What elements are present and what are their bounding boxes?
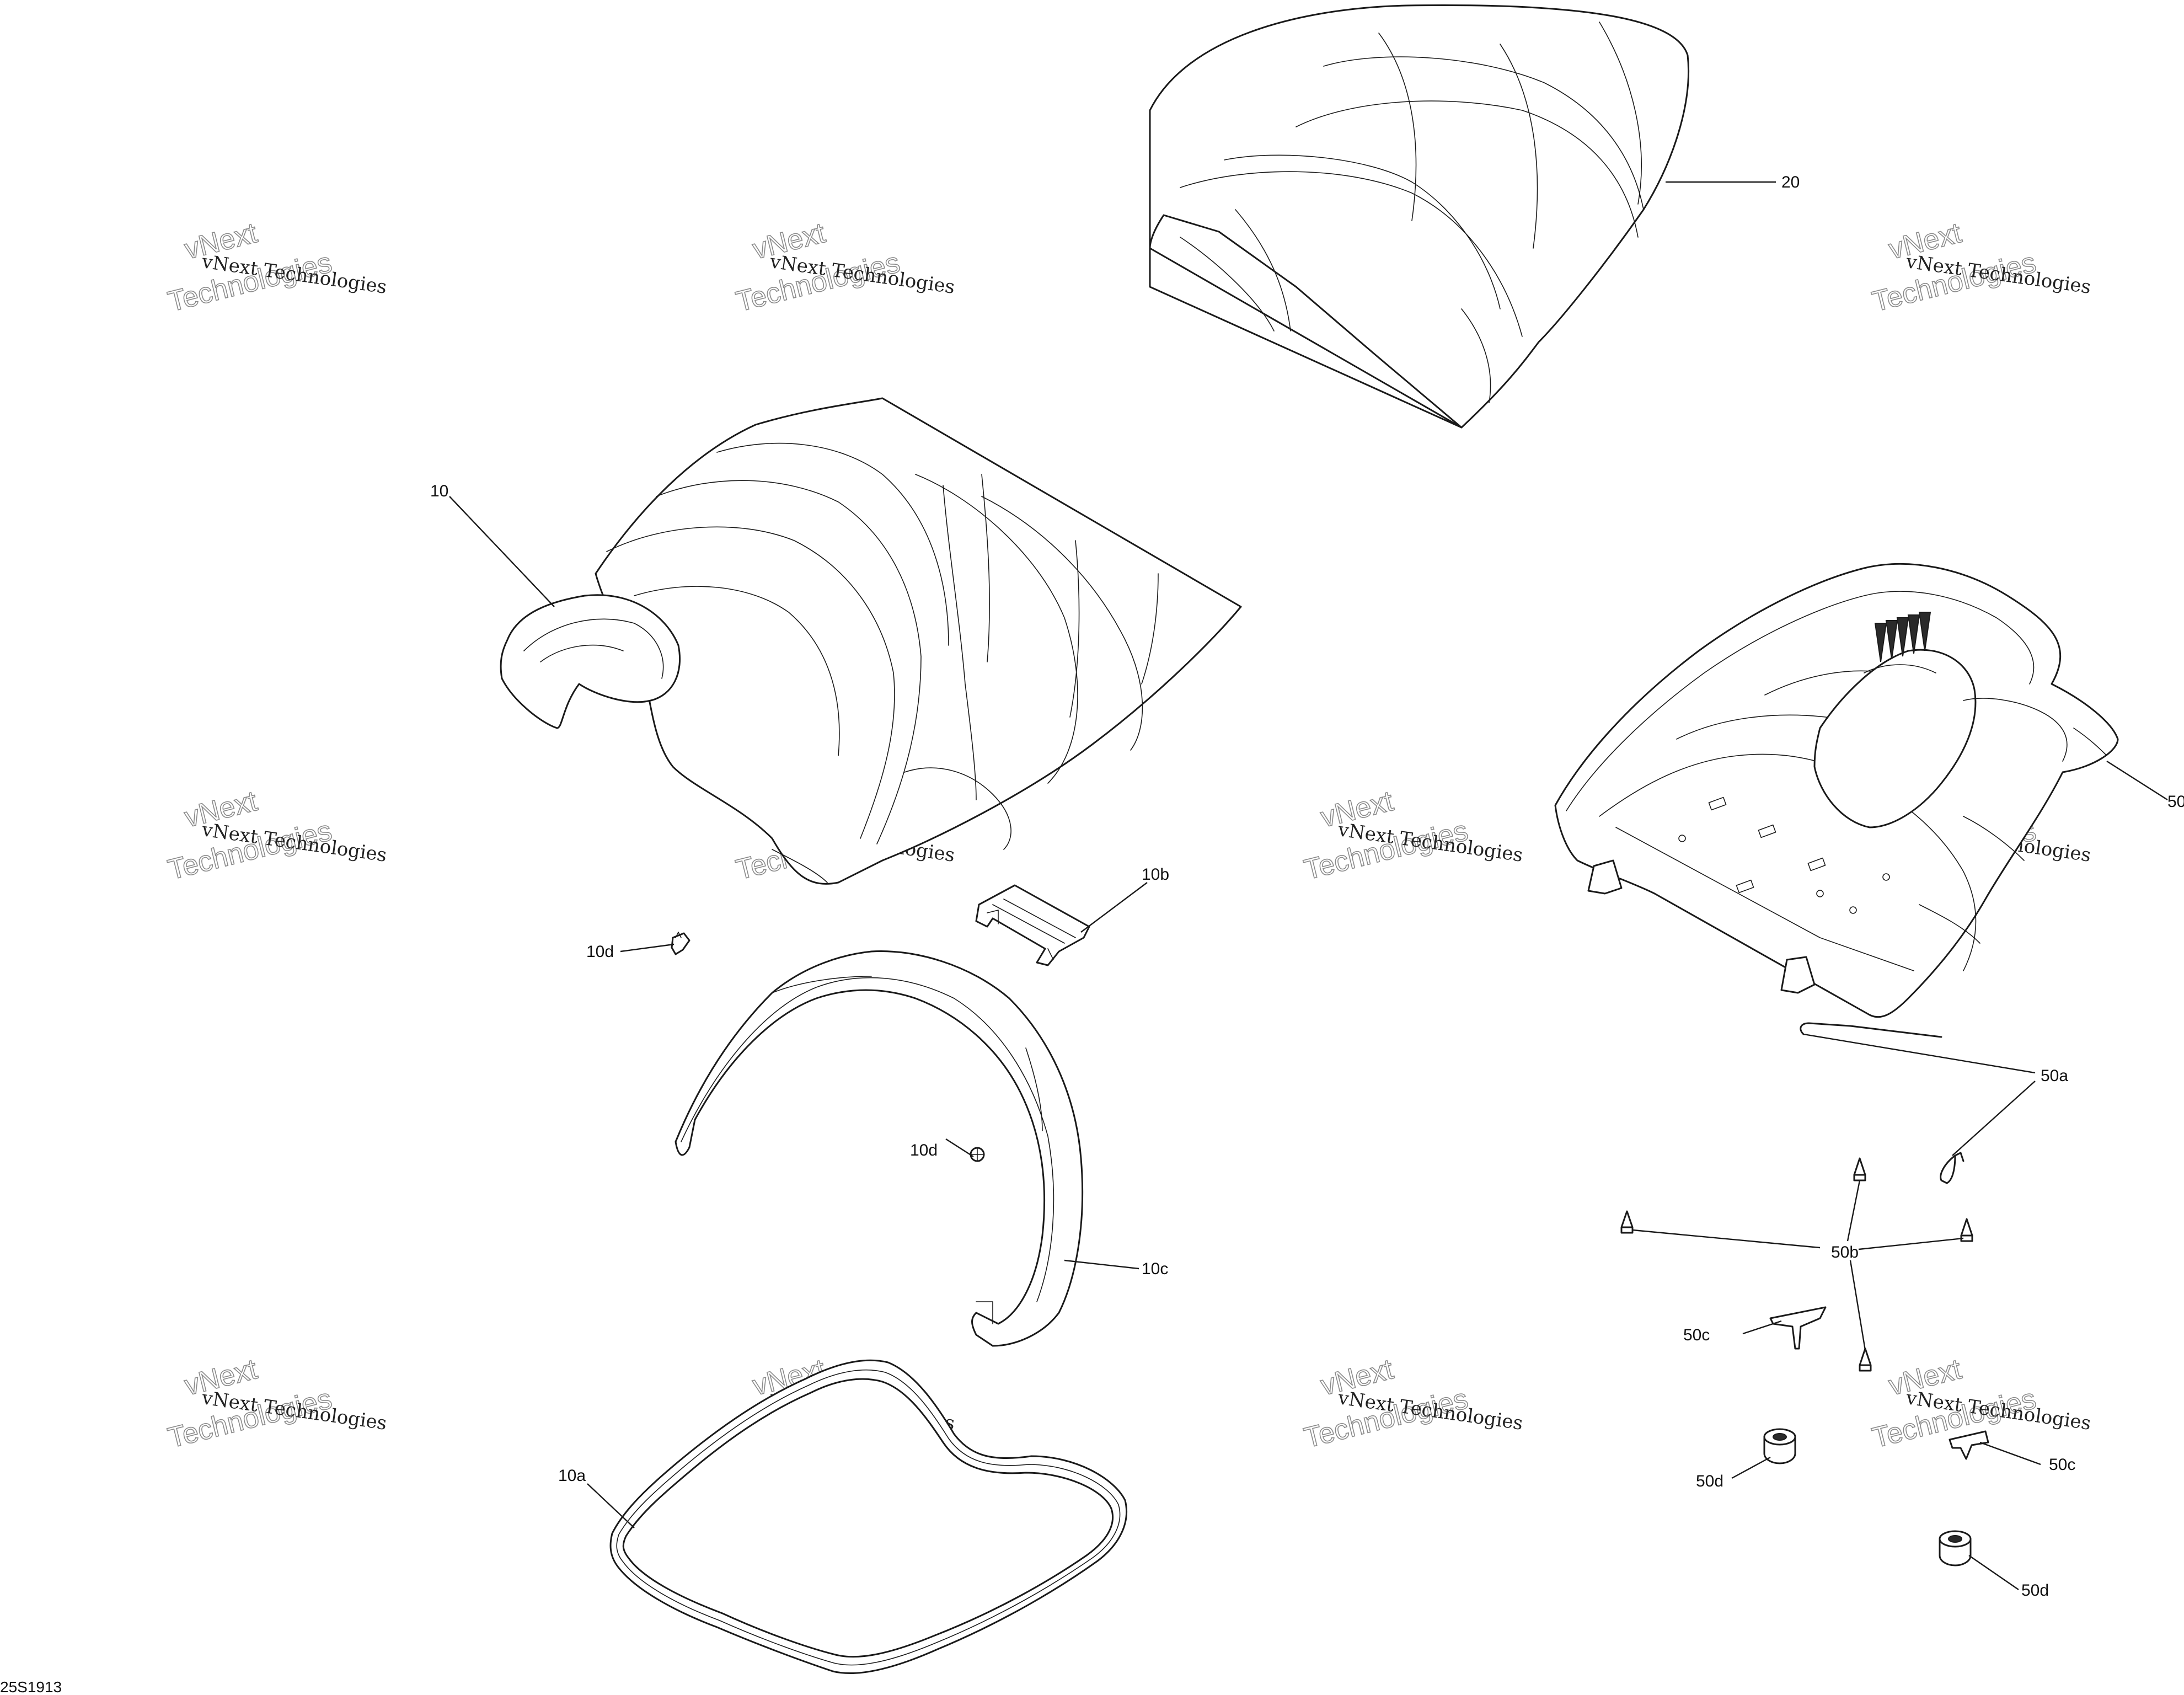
bracket[interactable]	[975, 884, 1090, 966]
clip-mid[interactable]	[970, 1147, 985, 1162]
bumper-left[interactable]	[1620, 1210, 1634, 1234]
watermark: vNext Technologies vNext Technologies	[164, 1352, 388, 1455]
callout-labels: 20 10 10b 10d 10d 10c 10a 50 50a 50b 50c…	[430, 173, 2184, 1600]
watermark: vNext Technologies vNext Technologies	[164, 784, 388, 886]
callout-seal: 10a	[558, 1467, 586, 1485]
document-id: 25S1913	[0, 1678, 62, 1695]
seal[interactable]	[609, 1359, 1128, 1675]
nut-lower[interactable]	[1939, 1530, 1972, 1566]
callout-bracket: 10b	[1142, 865, 1169, 884]
front-seat-cover[interactable]	[500, 397, 1242, 885]
seat-base[interactable]	[1554, 563, 2119, 1018]
bumper-bottom[interactable]	[1859, 1348, 1872, 1372]
nut-upper[interactable]	[1763, 1428, 1796, 1464]
callout-strap: 10c	[1142, 1260, 1168, 1278]
callout-rod: 50a	[2041, 1067, 2068, 1085]
callout-stop-upper: 50c	[1683, 1326, 1710, 1344]
watermark: vNext Technologies vNext Technologies	[1300, 1352, 1524, 1455]
watermark: vNext Technologies vNext Technologies	[1300, 784, 1524, 886]
stop-lower[interactable]	[1949, 1430, 1989, 1460]
watermark: vNext Technologies vNext Technologies	[732, 216, 956, 318]
rod[interactable]	[1800, 1022, 1964, 1184]
callout-nut-lower: 50d	[2021, 1581, 2049, 1600]
stop-upper[interactable]	[1769, 1306, 1827, 1350]
leader-lines	[449, 181, 2168, 1590]
callout-clip-left: 10d	[586, 943, 614, 961]
watermark: vNext Technologies vNext Technologies	[164, 216, 388, 318]
callout-nut-upper: 50d	[1696, 1472, 1723, 1490]
strap[interactable]	[675, 950, 1084, 1347]
callout-bumpers: 50b	[1831, 1243, 1859, 1261]
callout-base: 50	[2167, 793, 2184, 811]
callout-stop-lower: 50c	[2049, 1456, 2075, 1474]
bumper-right[interactable]	[1960, 1218, 1973, 1242]
bumper-top[interactable]	[1853, 1157, 1866, 1181]
callout-seat-front: 10	[430, 482, 448, 500]
clip-left[interactable]	[671, 932, 690, 955]
callout-clip-mid: 10d	[910, 1141, 938, 1159]
watermark: vNext Technologies vNext Technologies	[1869, 1352, 2092, 1455]
callout-seat-rear: 20	[1781, 173, 1800, 191]
watermark: vNext Technologies vNext Technologies	[1869, 216, 2092, 318]
rear-seat-cover[interactable]	[1149, 4, 1690, 429]
